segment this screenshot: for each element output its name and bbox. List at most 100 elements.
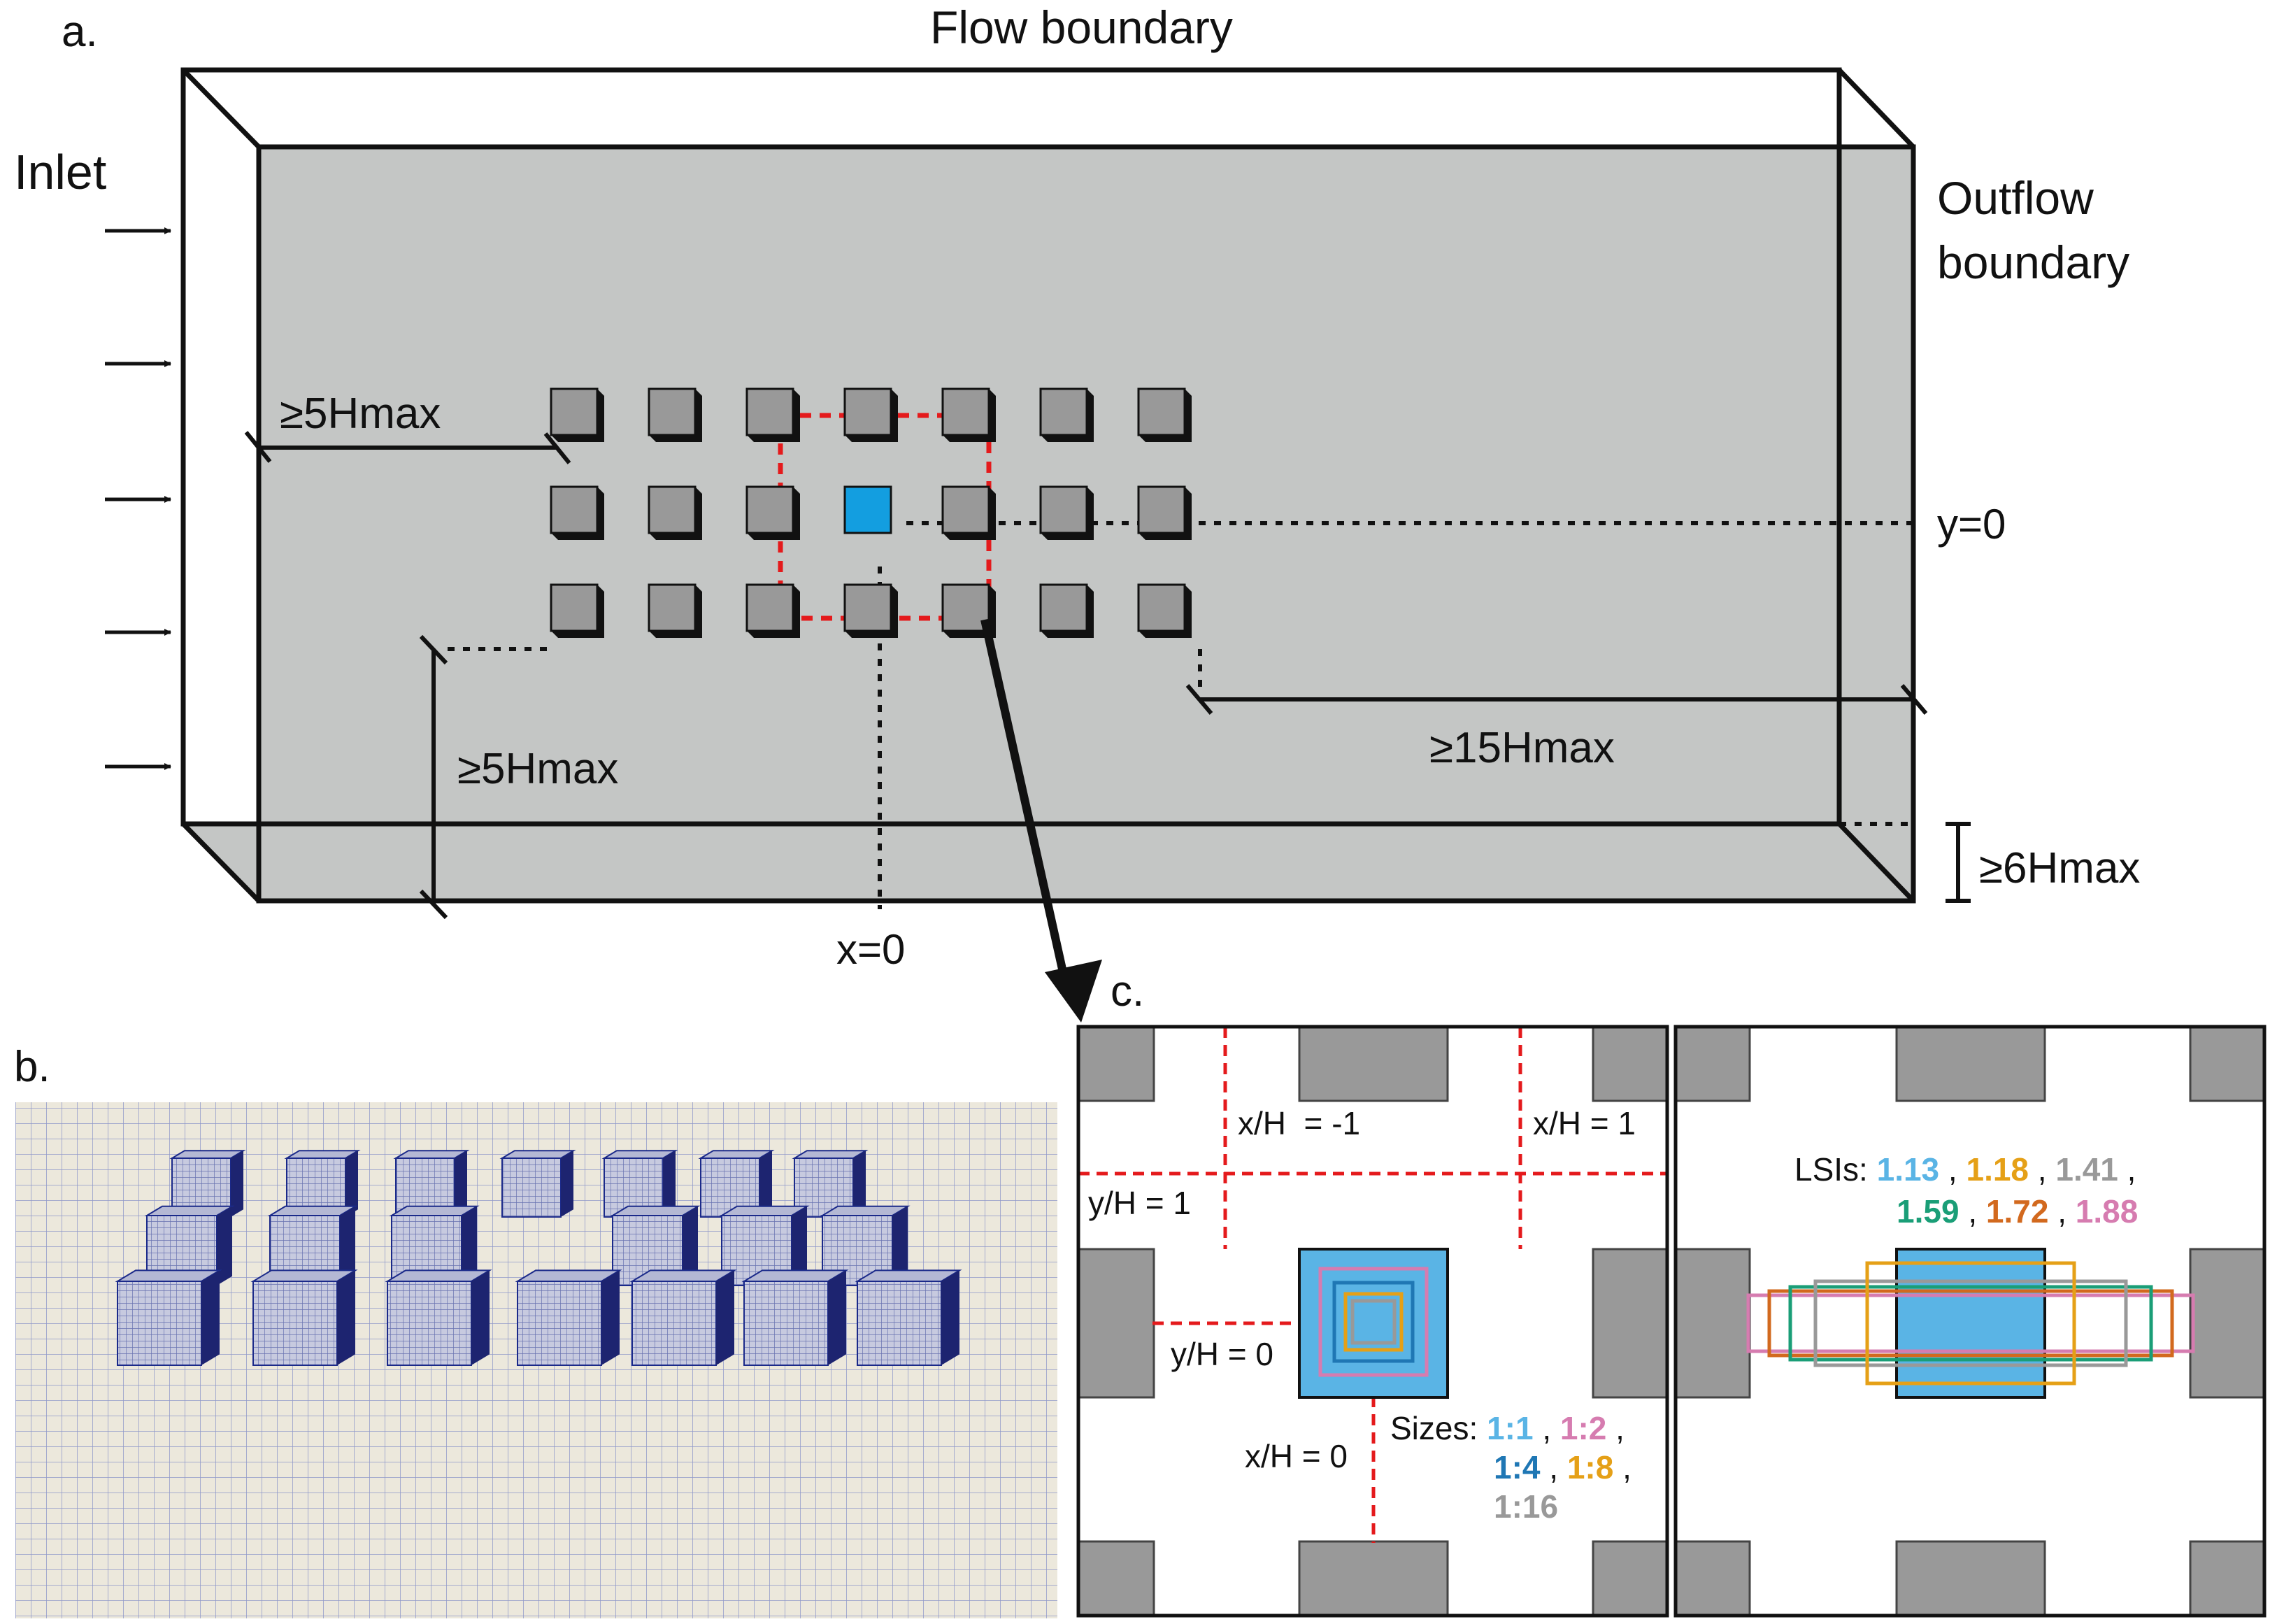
building-roof [1039,387,1088,436]
neighbour-building [2189,1540,2264,1616]
neighbour-building [1592,1248,1667,1399]
building [1039,583,1094,638]
size-1-1: 1:1 [1487,1410,1533,1446]
flow-boundary-label: Flow boundary [930,1,1233,53]
dimension-lines [244,431,1971,920]
size-1-2: 1:2 [1560,1410,1606,1446]
building-roof [843,485,892,534]
building-roof [843,387,892,436]
neighbour-building [1078,1540,1155,1616]
panel-c-right: LSIs: 1.13 , 1.18 , 1.41 , 1.59 , 1.72 ,… [1673,1025,2267,1618]
neighbour-building [2189,1027,2264,1102]
mesh-cube [855,1269,962,1366]
neighbour-building [1895,1027,2046,1102]
lsi-1-72-rect [1767,1289,2174,1358]
building-roof [648,387,697,436]
height-distance-label: ≥6Hmax [1979,844,2140,892]
sizes-title: Sizes: [1390,1410,1478,1446]
building [1137,485,1192,540]
outflow-label-line2: boundary [1937,236,2129,288]
inlet-label: Inlet [14,145,106,199]
lsi-1-72: 1.72 [1986,1193,2049,1230]
neighbour-building [1298,1540,1449,1616]
building [745,583,800,638]
sizes-legend-line2: 1:4 , 1:8 , [1494,1449,1632,1486]
building [1039,485,1094,540]
outflow-label-line1: Outflow [1937,172,2094,224]
lsi-1-18-rect [1865,1261,2076,1386]
y-axis-label: y=0 [1937,501,2006,548]
callout-arrow-icon [1045,960,1102,1023]
building [843,387,898,442]
building-roof [550,583,599,632]
panel-c-left: x/H = -1 x/H = 1 y/H = 1 y/H = 0 x/H = 0… [1076,1025,1669,1618]
neighbour-building [1676,1027,1751,1102]
panel-b-label: b. [14,1043,50,1091]
building [745,485,800,540]
lsi-legend-line2: 1.59 , 1.72 , 1.88 [1897,1193,2138,1230]
lsi-1-59-rect [1788,1285,2153,1362]
mesh-building-array [115,1150,962,1366]
building-roof [648,485,697,534]
neighbour-buildings-right [1676,1027,2264,1616]
neighbour-building [1676,1248,1751,1399]
lsi-1-88-rect [1746,1293,2195,1353]
target-building [843,485,892,534]
panel-c-label: c. [1111,967,1144,1016]
lsi-1-13: 1.13 [1877,1151,1940,1188]
lsi-legend: LSIs: 1.13 , 1.18 , 1.41 , [1794,1151,2136,1188]
lsi-1-88: 1.88 [2076,1193,2139,1230]
building [1137,387,1192,442]
building [550,583,604,638]
building-roof [745,485,794,534]
size-1-8: 1:8 [1567,1449,1613,1486]
lateral-distance-label: ≥5Hmax [457,745,618,793]
building [648,583,702,638]
building [1137,583,1192,638]
building-roof [1137,485,1186,534]
x-plus-one-label: x/H = 1 [1533,1105,1636,1141]
lsi-rectangles [1746,1261,2195,1386]
size-1-16-square [1350,1299,1397,1345]
panel-a: a. Flow boundary Inlet Outflow boundary [14,1,2140,1023]
building-roof [745,583,794,632]
building-roof [745,387,794,436]
size-1-4-square [1332,1281,1415,1363]
axis-dotted-lines [448,521,1916,909]
x-axis-label: x=0 [836,926,905,973]
lsi-1-59: 1.59 [1897,1193,1960,1230]
domain-edges [180,67,1915,903]
y-one-label: y/H = 1 [1088,1185,1191,1221]
building-roof [648,583,697,632]
building-roof [550,387,599,436]
mesh-cube [385,1269,492,1366]
inlet-arrows [105,227,171,770]
size-1-8-square [1343,1292,1404,1352]
panel-c: c. [1076,967,2267,1618]
target-building-plan [1895,1248,2046,1399]
building [550,485,604,540]
building-roof [1039,485,1088,534]
x-minus-one-label: x/H = -1 [1238,1105,1360,1141]
size-1-2-square [1318,1267,1429,1377]
upstream-distance-label: ≥5Hmax [280,390,441,438]
neighbour-building [1895,1540,2046,1616]
building [648,485,702,540]
sizes-legend-line3: 1:16 [1494,1488,1558,1525]
mesh-cube [515,1269,622,1366]
building-roof [941,485,990,534]
size-1-4: 1:4 [1494,1449,1541,1486]
mesh-cube [250,1269,358,1366]
building-roof [1039,583,1088,632]
callout-arrow-line [980,618,1070,986]
x-zero-label: x/H = 0 [1245,1438,1348,1474]
mesh-cube [115,1269,222,1366]
downstream-distance-label: ≥15Hmax [1429,724,1615,772]
building [745,387,800,442]
building [550,387,604,442]
neighbour-building [2189,1248,2264,1399]
mesh-cube [741,1269,849,1366]
building [1039,387,1094,442]
panel-a-label: a. [62,8,98,56]
building [941,485,996,540]
